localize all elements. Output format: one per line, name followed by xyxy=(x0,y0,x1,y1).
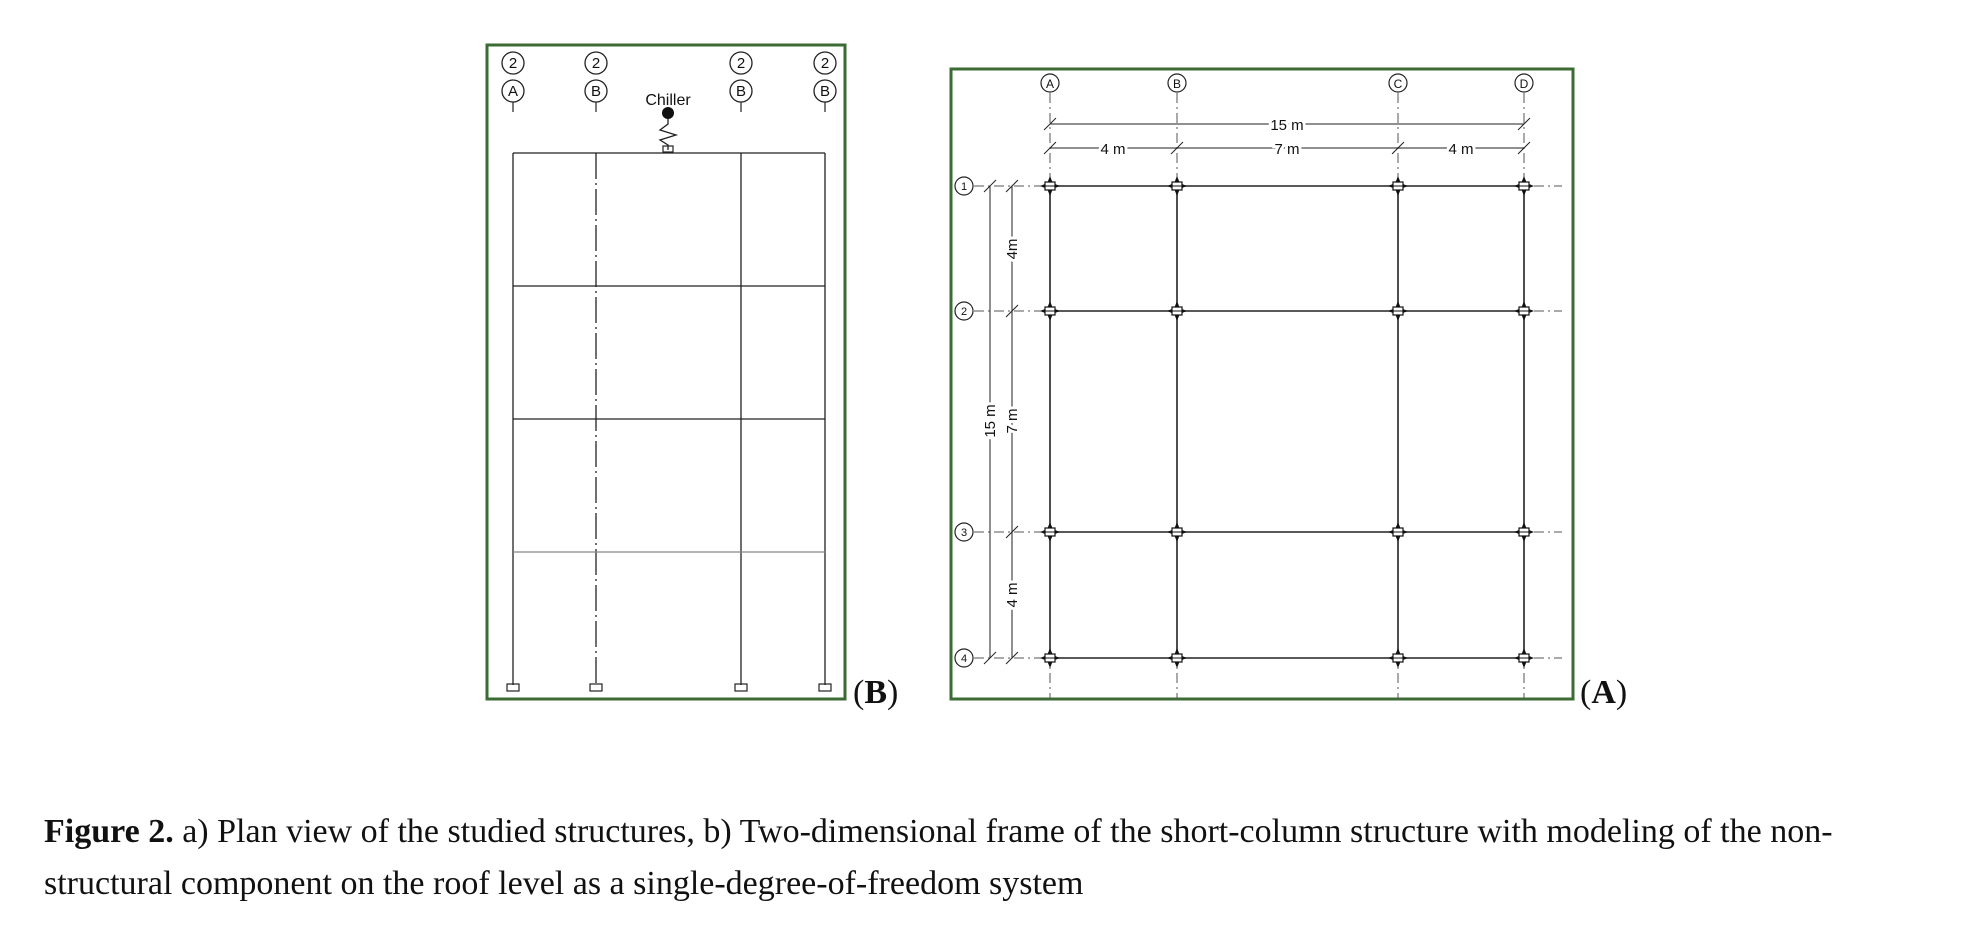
plan-dim-total-v: 15 m xyxy=(982,404,999,437)
frame-base-supports xyxy=(506,683,832,692)
frame-axis-2-bottom: B xyxy=(591,83,601,100)
frame-axis-1-bottom: A xyxy=(508,83,518,100)
plan-panel-tag: (A) xyxy=(1580,674,1627,711)
plan-view-panel: A B C D 1 2 3 4 xyxy=(949,67,1575,701)
plan-col-axis-b: B xyxy=(1167,73,1187,93)
plan-column-node xyxy=(1040,176,1060,196)
plan-beams xyxy=(1049,185,1525,659)
plan-column-node xyxy=(1388,648,1408,668)
plan-column-node xyxy=(1514,301,1534,321)
figure-caption: Figure 2. a) Plan view of the studied st… xyxy=(44,806,1944,910)
plan-column-node xyxy=(1388,301,1408,321)
plan-dim-bay-h-2: 7 m xyxy=(1274,141,1299,158)
plan-column-nodes xyxy=(1040,176,1534,668)
plan-column-node xyxy=(1040,648,1060,668)
plan-dim-bay-h-3: 4 m xyxy=(1448,141,1473,158)
plan-column-node xyxy=(1388,522,1408,542)
plan-column-node xyxy=(1514,648,1534,668)
caption-text: a) Plan view of the studied structures, … xyxy=(44,813,1833,902)
plan-column-node xyxy=(1040,301,1060,321)
frame-axis-4-bottom: B xyxy=(820,83,830,100)
frame-axis-1-top: 2 xyxy=(509,55,517,72)
plan-dim-bay-v-1: 4m xyxy=(1004,239,1021,260)
svg-text:4: 4 xyxy=(961,653,967,665)
plan-col-axis-c: C xyxy=(1388,73,1408,93)
svg-text:1: 1 xyxy=(961,181,967,193)
plan-column-node xyxy=(1167,301,1187,321)
plan-column-node xyxy=(1167,648,1187,668)
frame-axis-ticks xyxy=(512,102,826,112)
frame-axis-3-top: 2 xyxy=(737,55,745,72)
plan-dim-vertical xyxy=(983,179,1019,665)
plan-column-node xyxy=(1514,176,1534,196)
frame-axis-4-top: 2 xyxy=(821,55,829,72)
plan-column-node xyxy=(1388,176,1408,196)
plan-row-axis-1: 1 xyxy=(954,176,974,196)
chiller-label: Chiller xyxy=(645,92,691,109)
frame-panel-border xyxy=(485,43,847,701)
plan-dim-bay-v-3: 4 m xyxy=(1004,582,1021,607)
frame-axis-2-top: 2 xyxy=(592,55,600,72)
svg-text:B: B xyxy=(1173,77,1181,91)
frame-beams xyxy=(513,152,825,553)
plan-dim-bay-h-1: 4 m xyxy=(1100,141,1125,158)
plan-col-axis-a: A xyxy=(1040,73,1060,93)
frame-axis-1: 2 A xyxy=(501,51,525,103)
svg-text:2: 2 xyxy=(961,306,967,318)
svg-text:D: D xyxy=(1520,77,1529,91)
frame-axis-3: 2 B xyxy=(729,51,753,103)
plan-column-node xyxy=(1514,522,1534,542)
plan-column-node xyxy=(1040,522,1060,542)
plan-column-node xyxy=(1167,176,1187,196)
frame-panel-tag: (B) xyxy=(853,674,898,711)
plan-row-axis-3: 3 xyxy=(954,522,974,542)
svg-text:3: 3 xyxy=(961,527,967,539)
frame-axis-4: 2 B xyxy=(813,51,837,103)
frame-axis-2: 2 B xyxy=(584,51,608,103)
plan-column-node xyxy=(1167,522,1187,542)
plan-panel-border xyxy=(949,67,1575,701)
svg-text:C: C xyxy=(1394,77,1403,91)
plan-dim-horizontal xyxy=(1043,117,1531,155)
plan-row-axis-2: 2 xyxy=(954,301,974,321)
plan-grid-axis-lines xyxy=(974,93,1562,700)
frame-elevation-panel: 2 A 2 B 2 B 2 B xyxy=(485,43,847,701)
chiller-mass xyxy=(662,107,674,119)
chiller-support xyxy=(662,145,674,153)
plan-row-axis-4: 4 xyxy=(954,648,974,668)
plan-dim-bay-v-2: 7 m xyxy=(1004,408,1021,433)
chiller-spring xyxy=(658,119,679,150)
svg-text:A: A xyxy=(1046,77,1054,91)
chiller-sdof-model: Chiller xyxy=(645,92,691,153)
plan-col-axis-d: D xyxy=(1514,73,1534,93)
plan-dim-total-h: 15 m xyxy=(1270,117,1303,134)
caption-label: Figure 2. xyxy=(44,813,174,850)
frame-axis-3-bottom: B xyxy=(736,83,746,100)
